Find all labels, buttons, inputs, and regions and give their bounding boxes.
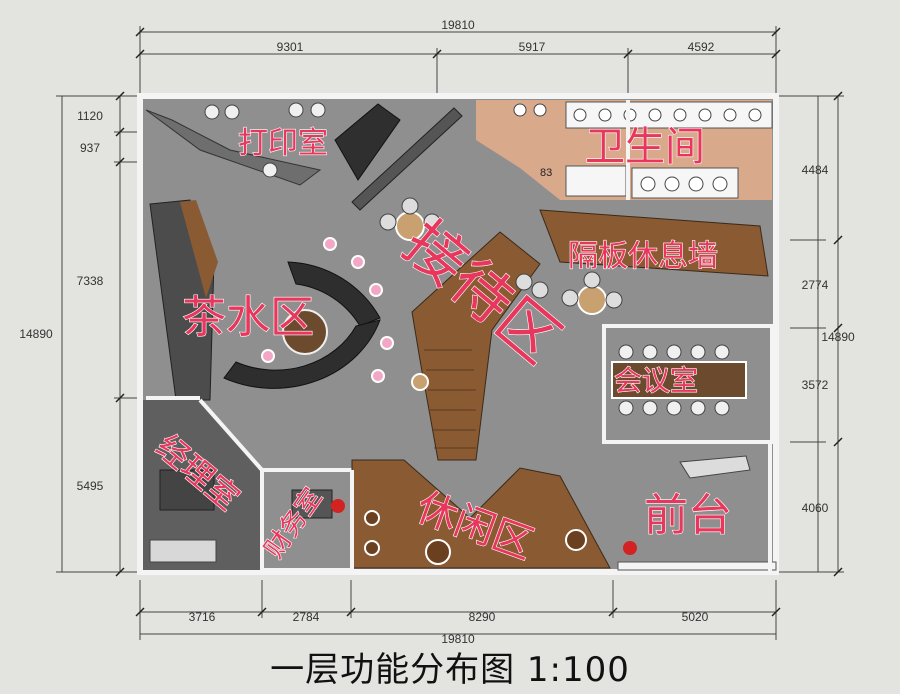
dimension-lines xyxy=(56,26,844,640)
reception-chairs xyxy=(379,197,623,309)
plan-caption: 一层功能分布图 1:100 xyxy=(270,650,630,690)
reception-tables xyxy=(395,211,607,391)
finance-desk xyxy=(291,489,333,519)
leisure-tables xyxy=(364,510,587,565)
dim-bottom-segment: 8290 xyxy=(469,610,496,624)
tea-wall-wood xyxy=(180,200,218,298)
dim-right-total: 14890 xyxy=(821,330,855,344)
dim-bottom-total: 19810 xyxy=(441,632,475,646)
meeting-chairs xyxy=(618,344,730,416)
tea-counter-upper xyxy=(287,261,381,327)
finance-red-chair xyxy=(331,499,345,513)
dim-right-segment: 4484 xyxy=(802,163,829,177)
zone-label-tea-area: 茶水区 xyxy=(182,292,314,343)
dim-left-segment: 937 xyxy=(80,141,100,155)
zone-label-partition-lounge-wall: 隔板休息墙 xyxy=(568,239,718,274)
leisure-area-floor xyxy=(351,459,611,569)
print-room-sofa xyxy=(334,103,401,181)
tea-counter-lower xyxy=(223,319,381,389)
dimension-ticks xyxy=(115,27,843,617)
dim-right-segment: 2774 xyxy=(802,278,829,292)
print-room-chairs xyxy=(204,102,326,178)
dim-bottom-segment: 5020 xyxy=(682,610,709,624)
zone-label-print-room: 打印室 xyxy=(238,126,328,161)
dim-bottom-segment: 2784 xyxy=(293,610,320,624)
front-desk-red-chair xyxy=(623,541,637,555)
dim-right-segment: 3572 xyxy=(802,378,829,392)
dim-left-segment: 5495 xyxy=(77,479,104,493)
tea-stools xyxy=(261,237,394,383)
dim-top-segment: 9301 xyxy=(277,40,304,54)
dim-top-segment: 4592 xyxy=(688,40,715,54)
dim-right-segment: 4060 xyxy=(802,501,829,515)
dim-top-segment: 5917 xyxy=(519,40,546,54)
stair-treads xyxy=(424,349,476,449)
tea-center-table xyxy=(282,309,328,355)
interior-walls xyxy=(146,100,772,572)
front-desk-counter xyxy=(679,455,751,479)
print-room-partition xyxy=(351,107,463,211)
dim-bottom-segment: 3716 xyxy=(189,610,216,624)
dim-top-total: 19810 xyxy=(441,18,475,32)
dim-left-segment: 7338 xyxy=(77,274,104,288)
dim-left-segment: 1120 xyxy=(77,109,103,123)
partition-lounge-wall xyxy=(539,209,769,277)
print-room-counter xyxy=(145,109,322,186)
zone-label-restroom: 卫生间 xyxy=(585,124,705,170)
front-entrance xyxy=(617,561,777,571)
zone-label-meeting-room: 会议室 xyxy=(614,364,698,397)
manager-desk xyxy=(159,469,215,511)
dim-inner-mark: 83 xyxy=(540,167,552,179)
restroom-toilets xyxy=(513,103,762,192)
manager-sofa xyxy=(149,539,217,563)
dim-left-total: 14890 xyxy=(19,327,53,341)
meeting-table xyxy=(611,361,747,399)
zone-label-front-desk: 前台 xyxy=(644,490,732,541)
